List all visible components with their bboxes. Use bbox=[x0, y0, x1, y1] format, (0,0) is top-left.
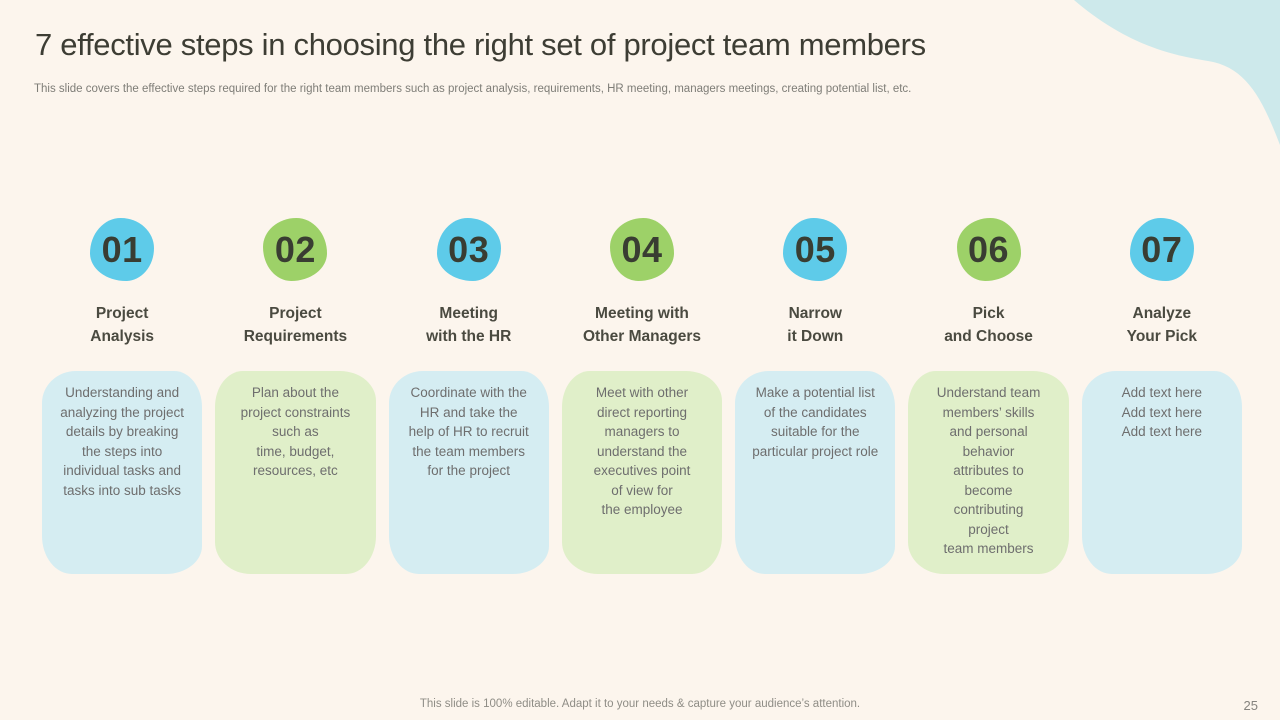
step-heading: Analyze Your Pick bbox=[1126, 305, 1197, 345]
page-number: 25 bbox=[1243, 698, 1258, 713]
step-column-6: 06 Pick and Choose Understand team membe… bbox=[908, 218, 1069, 574]
step-description-card: Make a potential list of the candidates … bbox=[735, 371, 896, 574]
step-column-1: 01 Project Analysis Understanding and an… bbox=[42, 218, 203, 574]
step-column-7: 07 Analyze Your Pick Add text here Add t… bbox=[1081, 218, 1242, 574]
steps-row: 01 Project Analysis Understanding and an… bbox=[42, 218, 1242, 574]
page-title: 7 effective steps in choosing the right … bbox=[35, 27, 926, 62]
corner-wave-decoration bbox=[1074, 0, 1280, 145]
step-number: 06 bbox=[968, 228, 1010, 270]
editable-note: This slide is 100% editable. Adapt it to… bbox=[419, 698, 861, 710]
step-column-4: 04 Meeting with Other Managers Meet with… bbox=[561, 218, 723, 574]
step-heading: Meeting with the HR bbox=[426, 305, 512, 345]
step-description-card: Understanding and analyzing the project … bbox=[42, 371, 203, 574]
step-column-2: 02 Project Requirements Plan about the p… bbox=[215, 218, 376, 574]
step-description-card: Add text here Add text here Add text her… bbox=[1081, 371, 1242, 574]
step-description-card: Coordinate with the HR and take the help… bbox=[388, 371, 549, 574]
step-number: 03 bbox=[448, 228, 490, 270]
step-number-badge: 01 bbox=[90, 218, 155, 281]
step-column-5: 05 Narrow it Down Make a potential list … bbox=[735, 218, 896, 574]
step-number-badge: 07 bbox=[1129, 218, 1194, 281]
step-heading: Project Analysis bbox=[90, 305, 155, 345]
step-number: 01 bbox=[101, 228, 143, 270]
step-heading: Project Requirements bbox=[243, 305, 348, 345]
step-number: 04 bbox=[621, 228, 663, 270]
step-number-badge: 03 bbox=[436, 218, 501, 281]
step-number-badge: 05 bbox=[783, 218, 848, 281]
step-description-card: Meet with other direct reporting manager… bbox=[561, 371, 723, 574]
step-number: 02 bbox=[274, 228, 316, 270]
step-number-badge: 02 bbox=[263, 218, 328, 281]
step-description-card: Plan about the project constraints such … bbox=[215, 371, 376, 574]
step-number: 07 bbox=[1141, 228, 1183, 270]
step-column-3: 03 Meeting with the HR Coordinate with t… bbox=[388, 218, 549, 574]
step-heading: Meeting with Other Managers bbox=[582, 305, 701, 345]
step-heading: Pick and Choose bbox=[944, 305, 1033, 345]
step-heading: Narrow it Down bbox=[787, 305, 844, 345]
slide-subtitle: This slide covers the effective steps re… bbox=[34, 83, 912, 95]
step-number-badge: 06 bbox=[956, 218, 1021, 281]
step-number: 05 bbox=[794, 228, 836, 270]
step-description-card: Understand team members’ skills and pers… bbox=[908, 371, 1069, 574]
step-number-badge: 04 bbox=[609, 218, 674, 281]
